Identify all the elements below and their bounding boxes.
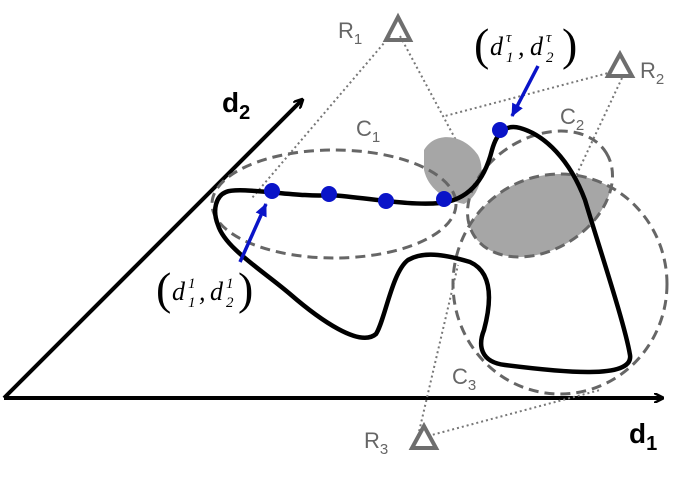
overlap-c2-c3 [467,174,613,257]
svg-text:τ: τ [546,30,552,46]
end-point-arrow [510,65,540,117]
svg-text:(: ( [156,263,171,314]
svg-text:1: 1 [188,276,196,292]
coverage-c1-label: C1 [356,116,380,146]
svg-text:,: , [199,277,206,306]
receiver-r3-triangle [408,421,440,450]
svg-text:(: ( [474,19,489,70]
overlap-c1-c2 [424,137,482,204]
svg-text:1: 1 [506,50,514,66]
d2-axis-label: d2 [222,87,250,124]
d1-axis-label: d1 [629,418,657,455]
svg-text:,: , [518,32,525,61]
svg-text:τ: τ [506,30,512,46]
svg-text:d: d [530,32,544,61]
svg-text:d: d [490,32,504,61]
svg-text:): ) [562,19,577,70]
start-point-arrow [238,203,268,263]
svg-text:2: 2 [546,50,554,66]
sample-point-2 [321,186,337,202]
svg-text:1: 1 [226,276,234,292]
svg-text:1: 1 [188,295,196,311]
receiver-r2-triangle [604,49,636,78]
sample-point-3 [378,193,394,209]
svg-text:d: d [172,277,186,306]
sample-point-1 [264,183,280,199]
receiver-r2-label: R2 [640,58,664,88]
svg-text:): ) [238,263,253,314]
coverage-c3-label: C3 [452,364,476,394]
sample-points [264,122,508,209]
receiver-r1-triangle [382,12,414,42]
end-point-annotation: ( d τ 1 , d τ 2 ) [474,19,577,70]
svg-text:2: 2 [226,295,234,311]
receiver-r1-label: R1 [338,18,362,48]
sample-point-last [492,122,508,138]
svg-text:d: d [210,277,224,306]
receiver-r3-label: R3 [364,428,388,458]
sample-point-4 [436,191,452,207]
coverage-ellipse-c2 [466,129,614,259]
start-point-annotation: ( d 1 1 , d 1 2 ) [156,263,253,314]
coverage-ellipse-c1 [210,148,458,260]
trajectory-curve [213,124,633,375]
coverage-c2-label: C2 [560,104,584,134]
coverage-ellipse-c3 [451,172,669,396]
d2-axis-line [2,100,302,400]
